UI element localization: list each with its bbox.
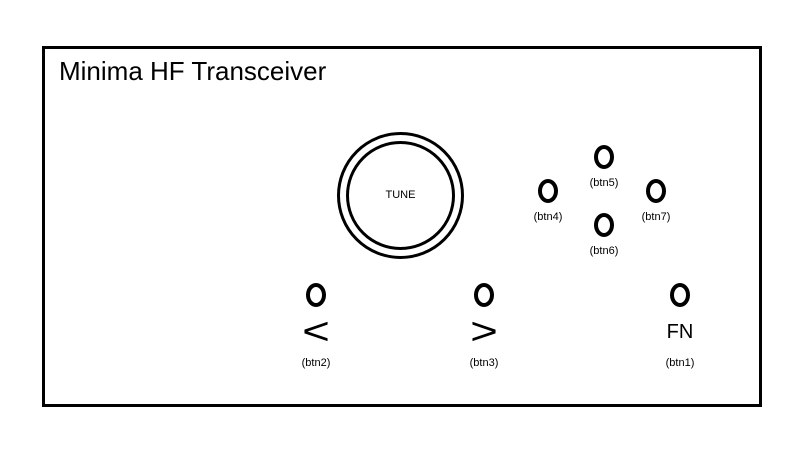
transceiver-panel xyxy=(42,46,762,407)
btn6-caption: (btn6) xyxy=(589,245,619,257)
panel-title: Minima HF Transceiver xyxy=(59,56,327,86)
btn3-button[interactable] xyxy=(474,283,494,307)
btn5-button[interactable] xyxy=(594,145,614,169)
btn7-caption: (btn7) xyxy=(641,211,671,223)
tune-knob-label: TUNE xyxy=(385,189,416,201)
btn1-fn-label: FN xyxy=(666,321,694,343)
btn7-button[interactable] xyxy=(646,179,666,203)
btn4-button[interactable] xyxy=(538,179,558,203)
btn6-button[interactable] xyxy=(594,213,614,237)
btn3-right-arrow-icon: > xyxy=(470,311,498,353)
btn2-button[interactable] xyxy=(306,283,326,307)
btn5-caption: (btn5) xyxy=(589,177,619,189)
btn3-caption: (btn3) xyxy=(469,357,499,369)
btn1-button[interactable] xyxy=(670,283,690,307)
btn1-caption: (btn1) xyxy=(665,357,695,369)
btn2-left-arrow-icon: < xyxy=(302,311,330,353)
btn4-caption: (btn4) xyxy=(533,211,563,223)
tune-knob-inner-ring: TUNE xyxy=(346,141,455,250)
btn2-caption: (btn2) xyxy=(301,357,331,369)
tune-knob[interactable]: TUNE xyxy=(337,132,464,259)
